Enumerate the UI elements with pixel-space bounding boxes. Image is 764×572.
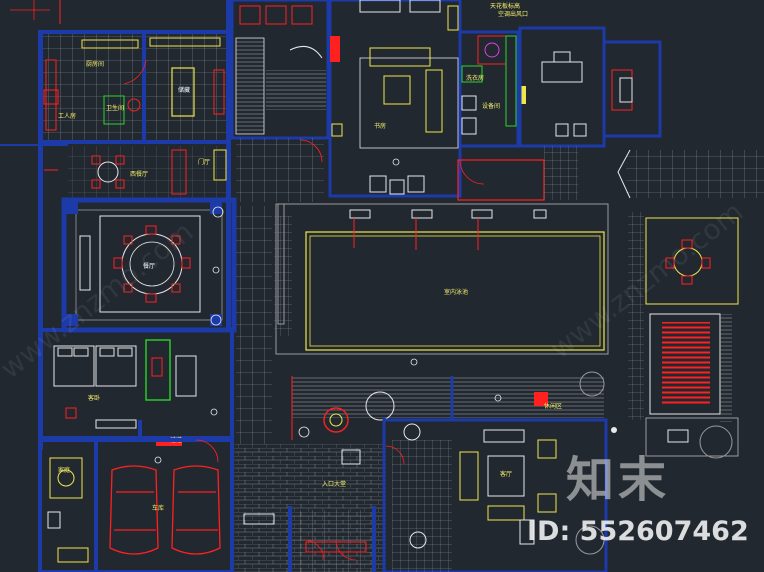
equipment-room-label: 设备间 — [482, 102, 500, 110]
living-area — [382, 418, 608, 572]
watermark-id: ID: 552607462 — [527, 516, 749, 547]
living-label: 客厅 — [500, 470, 512, 478]
pool-area — [274, 203, 609, 355]
upper-note2-label: 空调出风口 — [498, 10, 528, 18]
upper-note-label: 天花板标高 — [490, 2, 520, 10]
entrance-label: 入口大堂 — [322, 480, 346, 488]
kitchen-label: 厨房间 — [86, 60, 104, 68]
stair-area — [230, 0, 330, 444]
dining-room-label: 餐厅 — [143, 262, 155, 270]
garage-area — [38, 438, 234, 572]
garage-label: 车库 — [152, 504, 164, 512]
pantry-label: 储藏 — [178, 86, 190, 94]
diagonal-watermark-right: www.znzmo.com — [544, 195, 749, 366]
kitchen-area — [10, 0, 231, 450]
west-dining-label: 西餐厅 — [130, 170, 148, 178]
door-swings — [195, 139, 485, 561]
west-dining-area — [0, 144, 227, 198]
watermark-logo: 知末 — [566, 452, 671, 508]
hall-label: 门厅 — [198, 158, 210, 166]
worker-toilet-label: 卫生间 — [106, 104, 124, 112]
top-right-room — [518, 26, 764, 200]
utility-area — [457, 30, 545, 201]
entrance-area — [234, 444, 386, 572]
guest-bedroom-label: 客卧 — [88, 394, 100, 402]
lounge-area — [328, 0, 462, 198]
pool-label: 室内泳池 — [444, 288, 468, 296]
study-label: 书房 — [374, 122, 386, 130]
leisure-label: 休闲区 — [544, 402, 562, 410]
laundry-label: 洗衣房 — [466, 74, 484, 82]
worker-room-label: 工人房 — [58, 112, 76, 120]
symbols — [154, 158, 502, 464]
right-terrace — [575, 212, 739, 555]
deck-strip — [291, 376, 604, 440]
guest-bedroom-area — [38, 328, 234, 446]
family-room-label: 家庭 — [58, 466, 70, 474]
